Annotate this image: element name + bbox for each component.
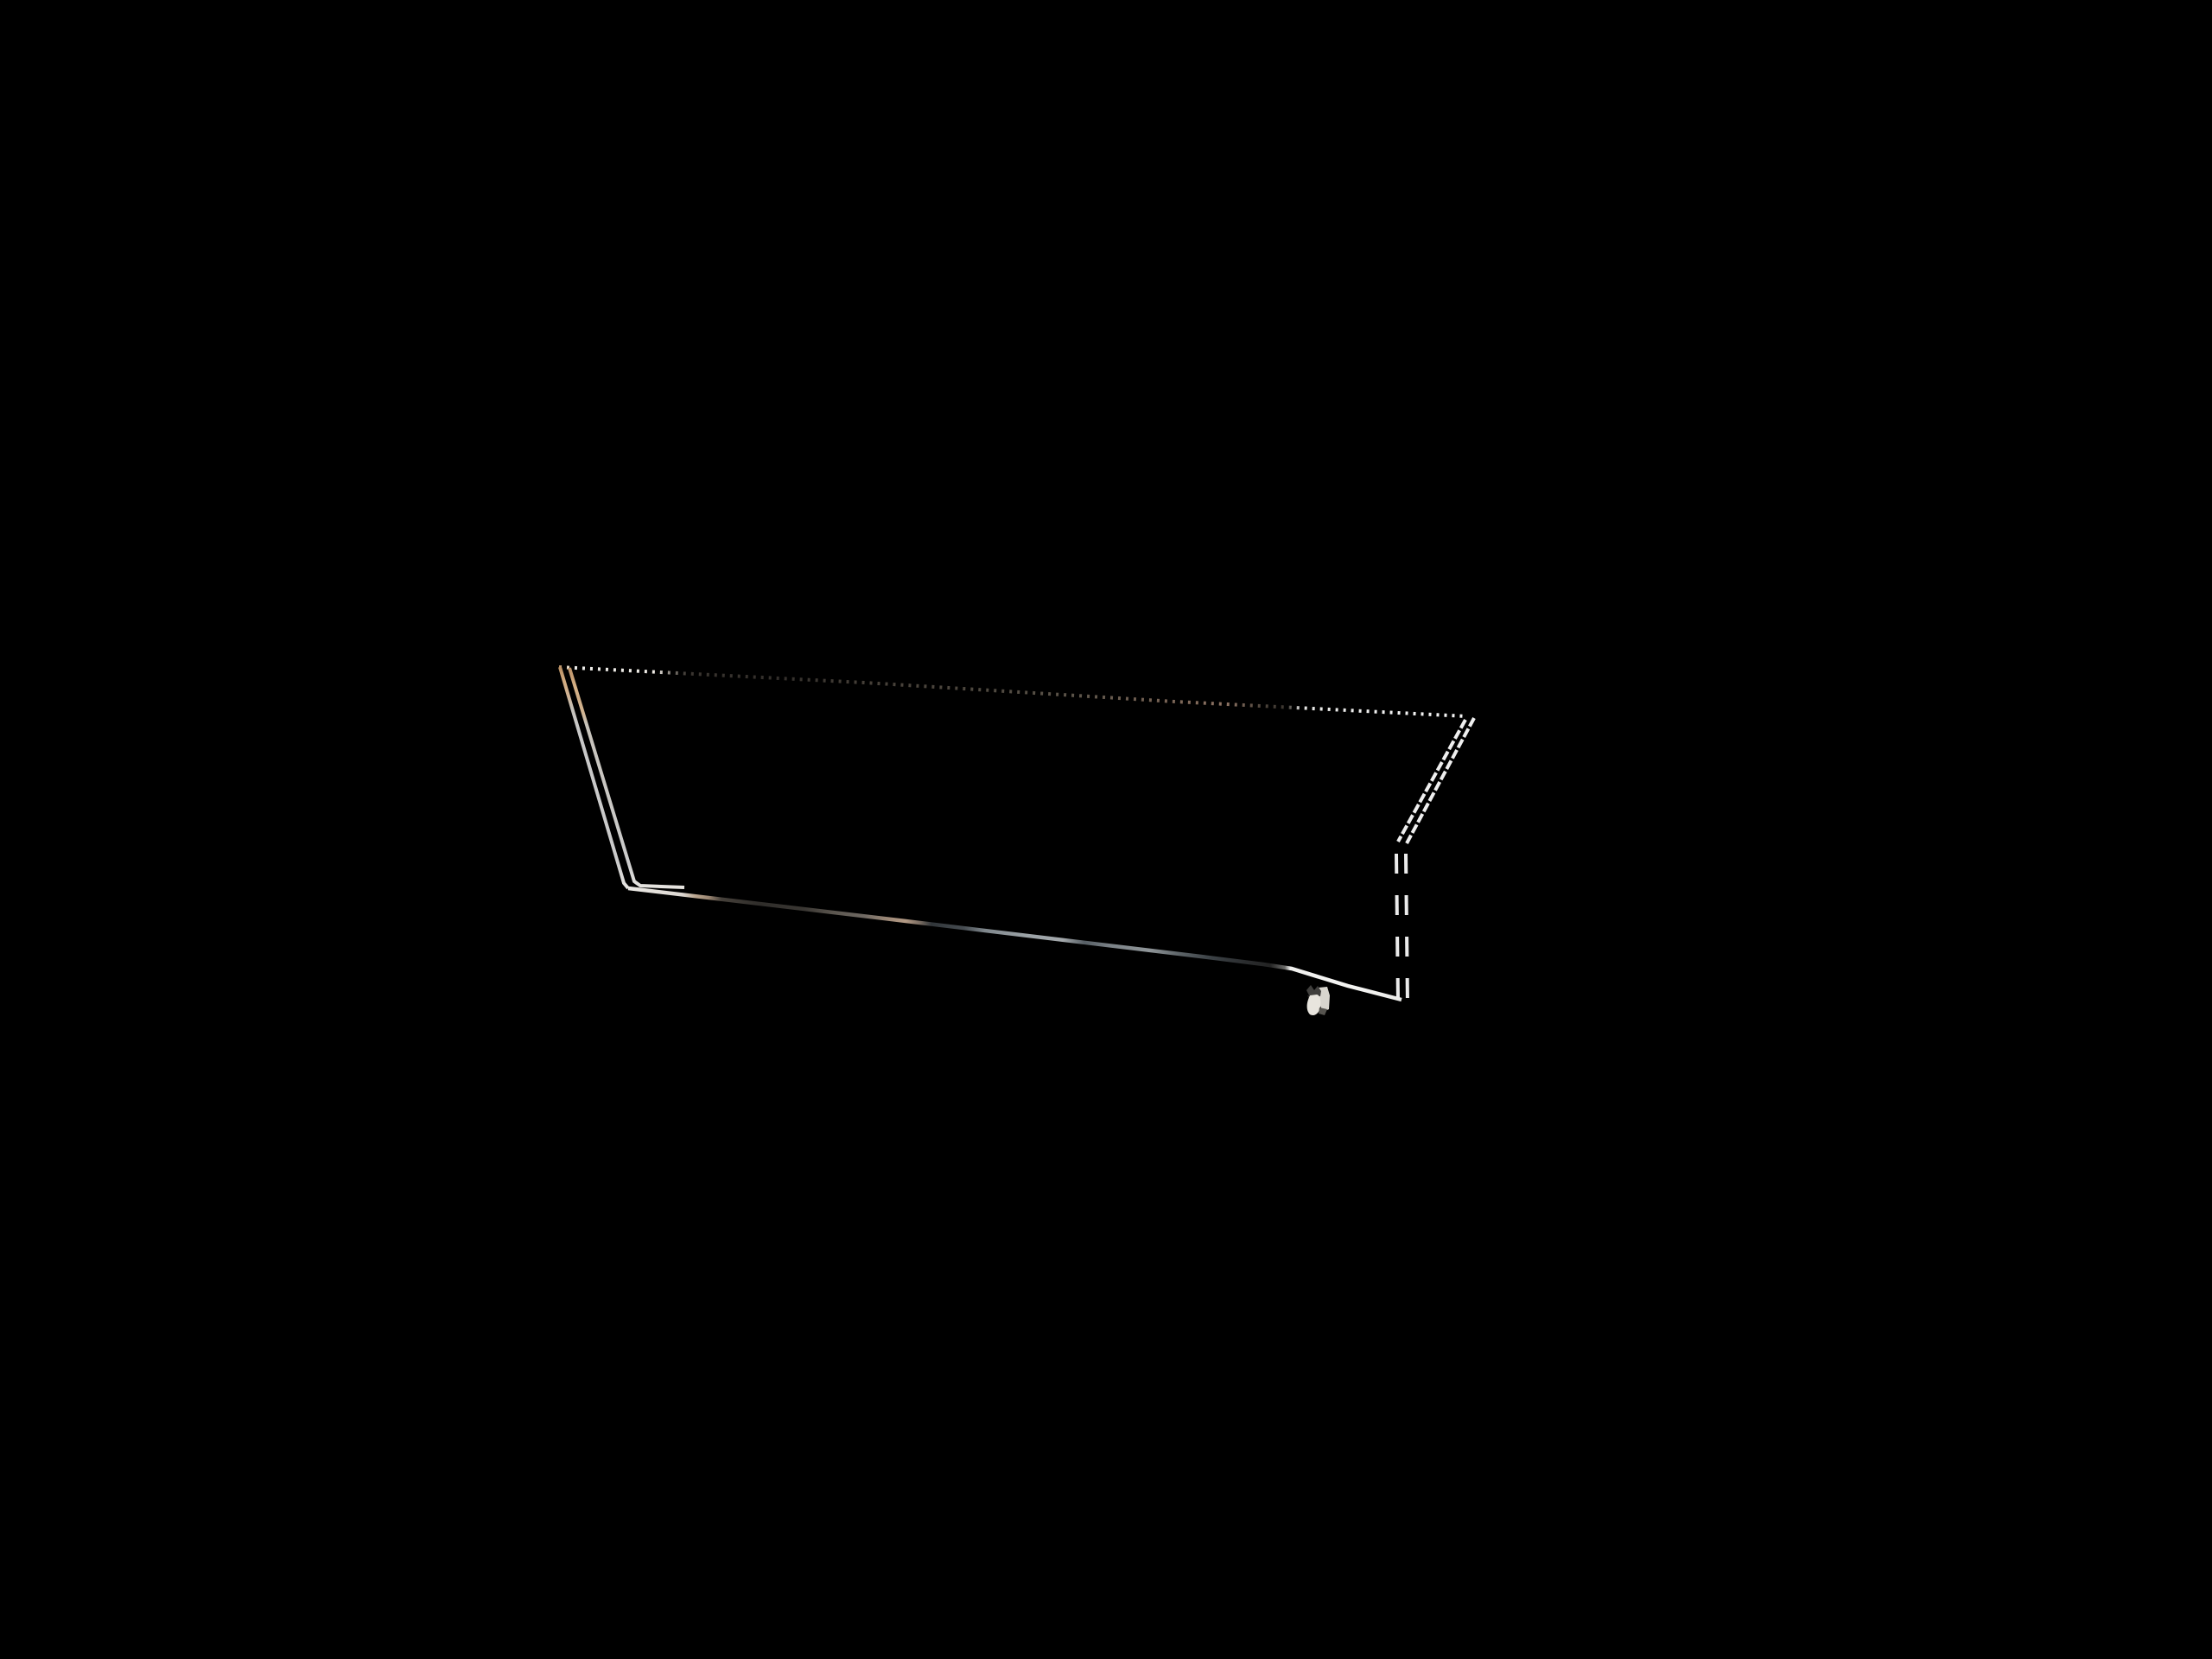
left-edge-inner-line [568,667,685,889]
small-debris-object-pale-foot [1306,995,1321,1015]
left-edge-outer-line [558,666,630,890]
small-debris-object-base-shadow [1319,1007,1327,1015]
right-edge-vertical-dashed-outer-line [1404,853,1409,1005]
top-edge-dotted [558,665,1468,718]
small-debris-object [1306,985,1330,1015]
small-debris-object-dark-horns [1306,985,1321,996]
bottom-edge [627,886,1402,1002]
right-edge-slant-inner-line [1396,719,1467,842]
